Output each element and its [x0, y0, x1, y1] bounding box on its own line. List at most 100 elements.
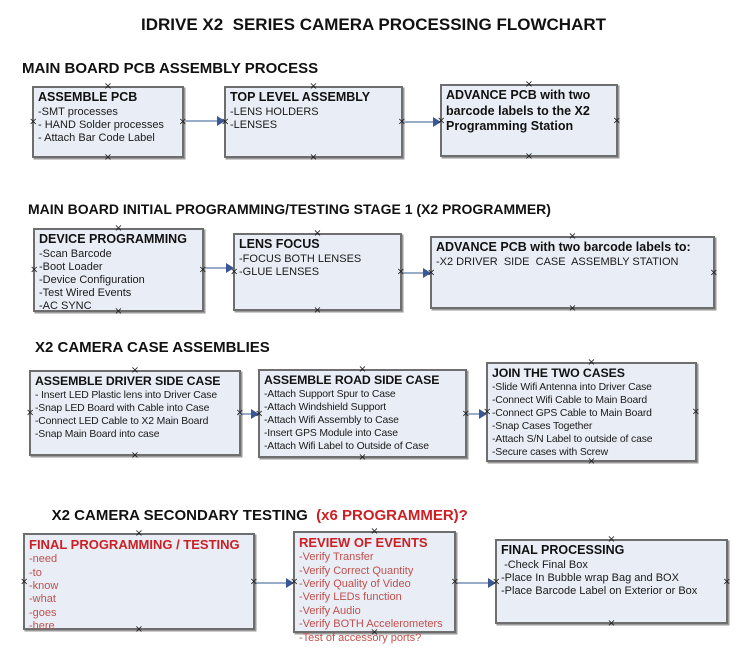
section-header-initial-programming: MAIN BOARD INITIAL PROGRAMMING/TESTING S… — [28, 201, 551, 217]
flow-box-lens-focus: LENS FOCUS -FOCUS BOTH LENSES -GLUE LENS… — [230, 229, 405, 316]
box-item: -what — [29, 593, 56, 606]
box-item: -Insert GPS Module into Case — [264, 428, 398, 440]
arrow-line — [185, 120, 220, 122]
arrow-head-icon — [423, 268, 431, 278]
box-title: ASSEMBLE DRIVER SIDE CASE — [35, 374, 221, 388]
box-title: REVIEW OF EVENTS — [299, 535, 428, 550]
section-header-pcb-assembly: MAIN BOARD PCB ASSEMBLY PROCESS — [22, 60, 319, 77]
connection-handle-left: × — [29, 116, 38, 128]
box-item: - Insert LED Plastic lens into Driver Ca… — [35, 390, 217, 402]
arrow-head-icon — [217, 116, 225, 126]
box-item: -need — [29, 553, 58, 566]
section-header-case-assemblies: X2 CAMERA CASE ASSEMBLIES — [35, 339, 270, 356]
box-item: -goes — [29, 606, 57, 619]
box-item: -Connect LED Cable to X2 Main Board — [35, 416, 209, 428]
flow-box-device-programming: DEVICE PROGRAMMING -Scan Barcode -Boot L… — [30, 224, 207, 317]
section-header-secondary-testing-red: (x6 PROGRAMMER)? — [316, 507, 468, 524]
box-title: ADVANCE PCB with two barcode labels to: — [436, 240, 691, 254]
flowchart-title: IDRIVE X2 SERIES CAMERA PROCESSING FLOWC… — [140, 15, 607, 34]
box-item: -Verify Transfer — [299, 551, 374, 564]
box-item: -Place In Bubble wrap Bag and BOX — [501, 571, 679, 584]
connection-handle-bottom: × — [524, 151, 534, 162]
box-title: ADVANCE PCB with two barcode labels to t… — [446, 88, 591, 134]
box-item: -Attach Wifi Assembly to Case — [264, 415, 399, 427]
box-item: -Place Barcode Label on Exterior or Box — [501, 585, 698, 598]
box-item: -Verify BOTH Accelerometers — [299, 618, 443, 631]
section-header-secondary-testing-black: X2 CAMERA SECONDARY TESTING — [51, 507, 317, 524]
box-item: -LENSES — [230, 118, 278, 131]
connection-handle-right: × — [722, 576, 731, 587]
connection-handle-left: × — [20, 576, 29, 587]
arrow-head-icon — [286, 578, 294, 588]
box-item: -Test of accessory ports? — [299, 631, 422, 644]
box-title: LENS FOCUS — [239, 237, 320, 251]
flow-arrow-review-to-finalproc — [457, 578, 496, 588]
box-item: - HAND Solder processes — [38, 118, 164, 131]
box-item: -Attach Wifi Label to Outside of Case — [264, 441, 429, 453]
box-title: FINAL PROCESSING — [501, 543, 625, 557]
arrow-line — [457, 582, 491, 584]
flow-arrow-device-to-lensfocus — [205, 263, 234, 273]
box-item: -Snap Cases Together — [492, 421, 593, 433]
box-item: -Verify Audio — [299, 604, 361, 617]
box-title: ASSEMBLE ROAD SIDE CASE — [264, 373, 440, 387]
box-item: -Test Wired Events — [39, 287, 132, 300]
box-item: -Verify Quality of Video — [299, 578, 411, 591]
box-title: JOIN THE TWO CASES — [492, 366, 625, 380]
flow-arrow-road-to-join — [468, 409, 487, 419]
flow-arrow-toplevel-to-advance — [404, 117, 441, 127]
connection-handle-bottom: × — [607, 618, 616, 629]
box-title: DEVICE PROGRAMMING — [39, 232, 187, 246]
box-item: -Scan Barcode — [39, 247, 112, 260]
flow-arrow-lensfocus-to-advance — [403, 268, 431, 278]
flow-box-review-of-events: REVIEW OF EVENTS -Verify Transfer -Verif… — [290, 527, 459, 644]
connection-handle-right: × — [691, 406, 700, 418]
box-item: -Verify Correct Quantity — [299, 564, 414, 577]
box-item: -Device Configuration — [39, 274, 145, 287]
arrow-head-icon — [433, 117, 441, 127]
box-item: -GLUE LENSES — [239, 265, 320, 278]
arrow-line — [238, 413, 254, 415]
flow-box-assemble-road-side-case: ASSEMBLE ROAD SIDE CASE -Attach Support … — [255, 365, 470, 463]
box-item: -Connect GPS Cable to Main Board — [492, 408, 652, 420]
box-item: -here — [29, 620, 55, 633]
arrow-head-icon — [251, 409, 259, 419]
connection-handle-bottom: × — [358, 452, 367, 463]
box-item: -AC SYNC — [39, 300, 92, 313]
box-item: -Attach Support Spur to Case — [264, 389, 396, 401]
box-item: -Slide Wifi Antenna into Driver Case — [492, 382, 652, 394]
arrow-line — [256, 582, 289, 584]
connection-handle-right: × — [709, 267, 718, 278]
box-item: -Check Final Box — [501, 558, 588, 571]
connection-handle-left: × — [30, 264, 39, 276]
box-item: -FOCUS BOTH LENSES — [239, 252, 362, 265]
box-item: -X2 DRIVER SIDE CASE ASSEMBLY STATION — [436, 255, 679, 268]
section-header-secondary-testing: X2 CAMERA SECONDARY TESTING (x6 PROGRAMM… — [35, 490, 468, 541]
flow-box-top-level-assembly: TOP LEVEL ASSEMBLY -LENS HOLDERS -LENSES… — [221, 82, 406, 163]
flow-box-advance-pcb-programming-station: ADVANCE PCB with two barcode labels to t… — [437, 80, 621, 162]
connection-handle-bottom: × — [568, 303, 577, 314]
connection-handle-right: × — [612, 115, 621, 126]
arrow-line — [205, 267, 229, 269]
flow-box-join-the-two-cases: JOIN THE TWO CASES -Slide Wifi Antenna i… — [483, 358, 700, 467]
arrow-head-icon — [226, 263, 234, 273]
flow-arrow-finalprog-to-review — [256, 578, 294, 588]
flow-box-final-processing: FINAL PROCESSING -Check Final Box -Place… — [492, 535, 731, 629]
box-title: FINAL PROGRAMMING / TESTING — [29, 537, 240, 552]
flow-arrow-driver-to-road — [238, 409, 259, 419]
connection-handle-bottom: × — [313, 305, 322, 316]
arrow-head-icon — [479, 409, 487, 419]
arrow-line — [403, 272, 426, 274]
box-item: - Attach Bar Code Label — [38, 132, 155, 145]
arrow-line — [468, 413, 482, 415]
arrow-line — [404, 121, 436, 123]
connection-handle-bottom: × — [309, 152, 318, 163]
box-item: -SMT processes — [38, 105, 118, 118]
box-item: -Snap LED Board with Cable into Case — [35, 403, 210, 415]
connection-handle-left: × — [26, 407, 35, 419]
box-title: TOP LEVEL ASSEMBLY — [230, 90, 371, 104]
box-item: -Snap Main Board into case — [35, 429, 160, 441]
flow-arrow-assemble-to-toplevel — [185, 116, 225, 126]
box-item: -Verify LEDs function — [299, 591, 402, 604]
flow-box-final-programming-testing: FINAL PROGRAMMING / TESTING -need -to -k… — [20, 529, 258, 635]
